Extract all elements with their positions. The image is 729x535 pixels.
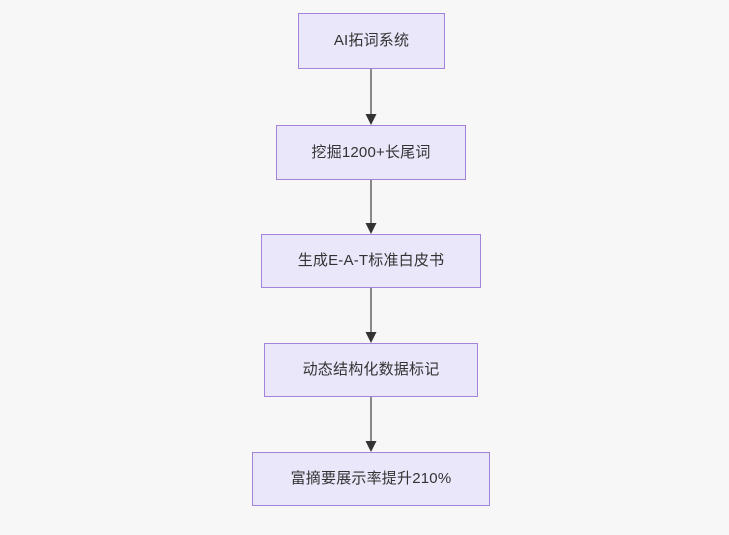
edge-n2-n3 [365,288,377,343]
node-label: AI拓词系统 [333,32,410,49]
node-label: 动态结构化数据标记 [302,361,440,378]
flowchart-node-mine-longtail-keywords[interactable]: 挖掘1200+长尾词 [276,125,466,180]
edge-n1-n2 [365,180,377,234]
flowchart-node-ai-keyword-system[interactable]: AI拓词系统 [298,13,445,69]
flowchart-node-generate-eat-whitepaper[interactable]: 生成E-A-T标准白皮书 [261,234,481,288]
edge-n3-n4 [365,397,377,452]
node-label: 富摘要展示率提升210% [290,470,452,487]
flowchart-node-rich-snippet-impression-uplift[interactable]: 富摘要展示率提升210% [252,452,490,506]
flowchart-node-dynamic-structured-data-markup[interactable]: 动态结构化数据标记 [264,343,478,397]
node-label: 挖掘1200+长尾词 [311,143,431,161]
edge-n0-n1 [365,69,377,125]
node-label: 生成E-A-T标准白皮书 [297,252,445,269]
